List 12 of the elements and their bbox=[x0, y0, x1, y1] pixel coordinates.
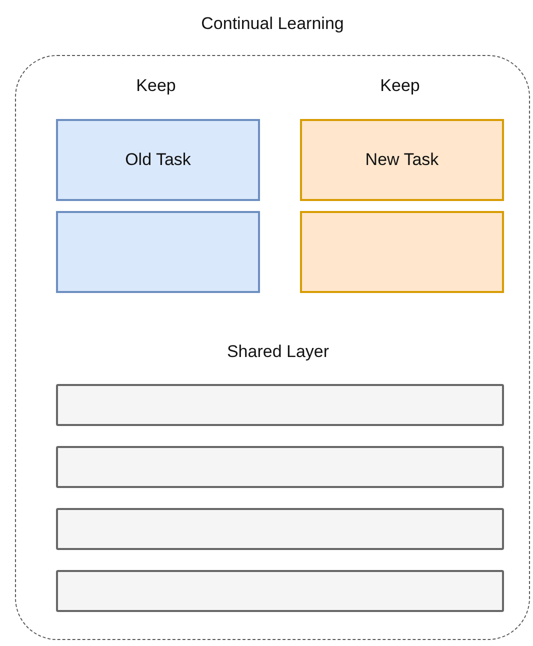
text-label: Shared Layer bbox=[226, 342, 330, 362]
text-label: Keep bbox=[380, 76, 420, 96]
text-label: Keep bbox=[136, 76, 176, 96]
layer-bar bbox=[56, 508, 504, 550]
group-title: Continual Learning bbox=[200, 14, 345, 34]
layer-bar bbox=[56, 446, 504, 488]
task-box: Old Task bbox=[56, 119, 260, 201]
empty-box bbox=[300, 211, 504, 293]
layer-bar bbox=[56, 384, 504, 426]
layer-bar bbox=[56, 570, 504, 612]
empty-box bbox=[56, 211, 260, 293]
task-box: New Task bbox=[300, 119, 504, 201]
